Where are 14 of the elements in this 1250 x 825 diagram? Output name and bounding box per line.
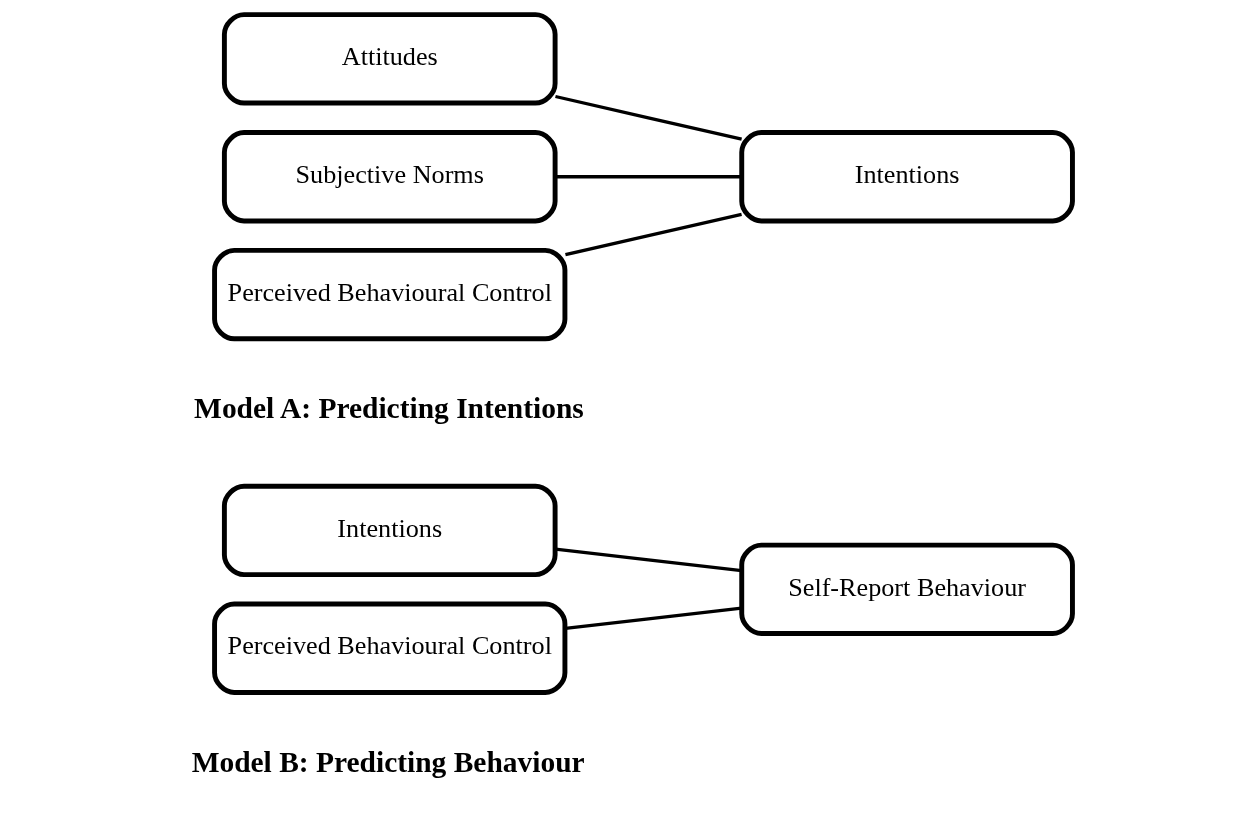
node-box: Intentions bbox=[221, 483, 558, 578]
connector bbox=[554, 547, 742, 573]
node-box: Subjective Norms bbox=[221, 130, 558, 224]
connector bbox=[564, 212, 742, 257]
node-box: Attitudes bbox=[221, 12, 558, 106]
node-box: Intentions bbox=[738, 130, 1075, 224]
label: Model A: Predicting Intentions bbox=[193, 392, 584, 425]
connector bbox=[554, 94, 742, 141]
connector bbox=[564, 606, 742, 630]
connector bbox=[554, 175, 742, 179]
node-box: Self-Report Behaviour bbox=[738, 542, 1075, 636]
node-box: Perceived Behavioural Control bbox=[211, 247, 567, 342]
node-box: Perceived Behavioural Control bbox=[211, 601, 567, 695]
label: Model B: Predicting Behaviour bbox=[191, 745, 585, 778]
